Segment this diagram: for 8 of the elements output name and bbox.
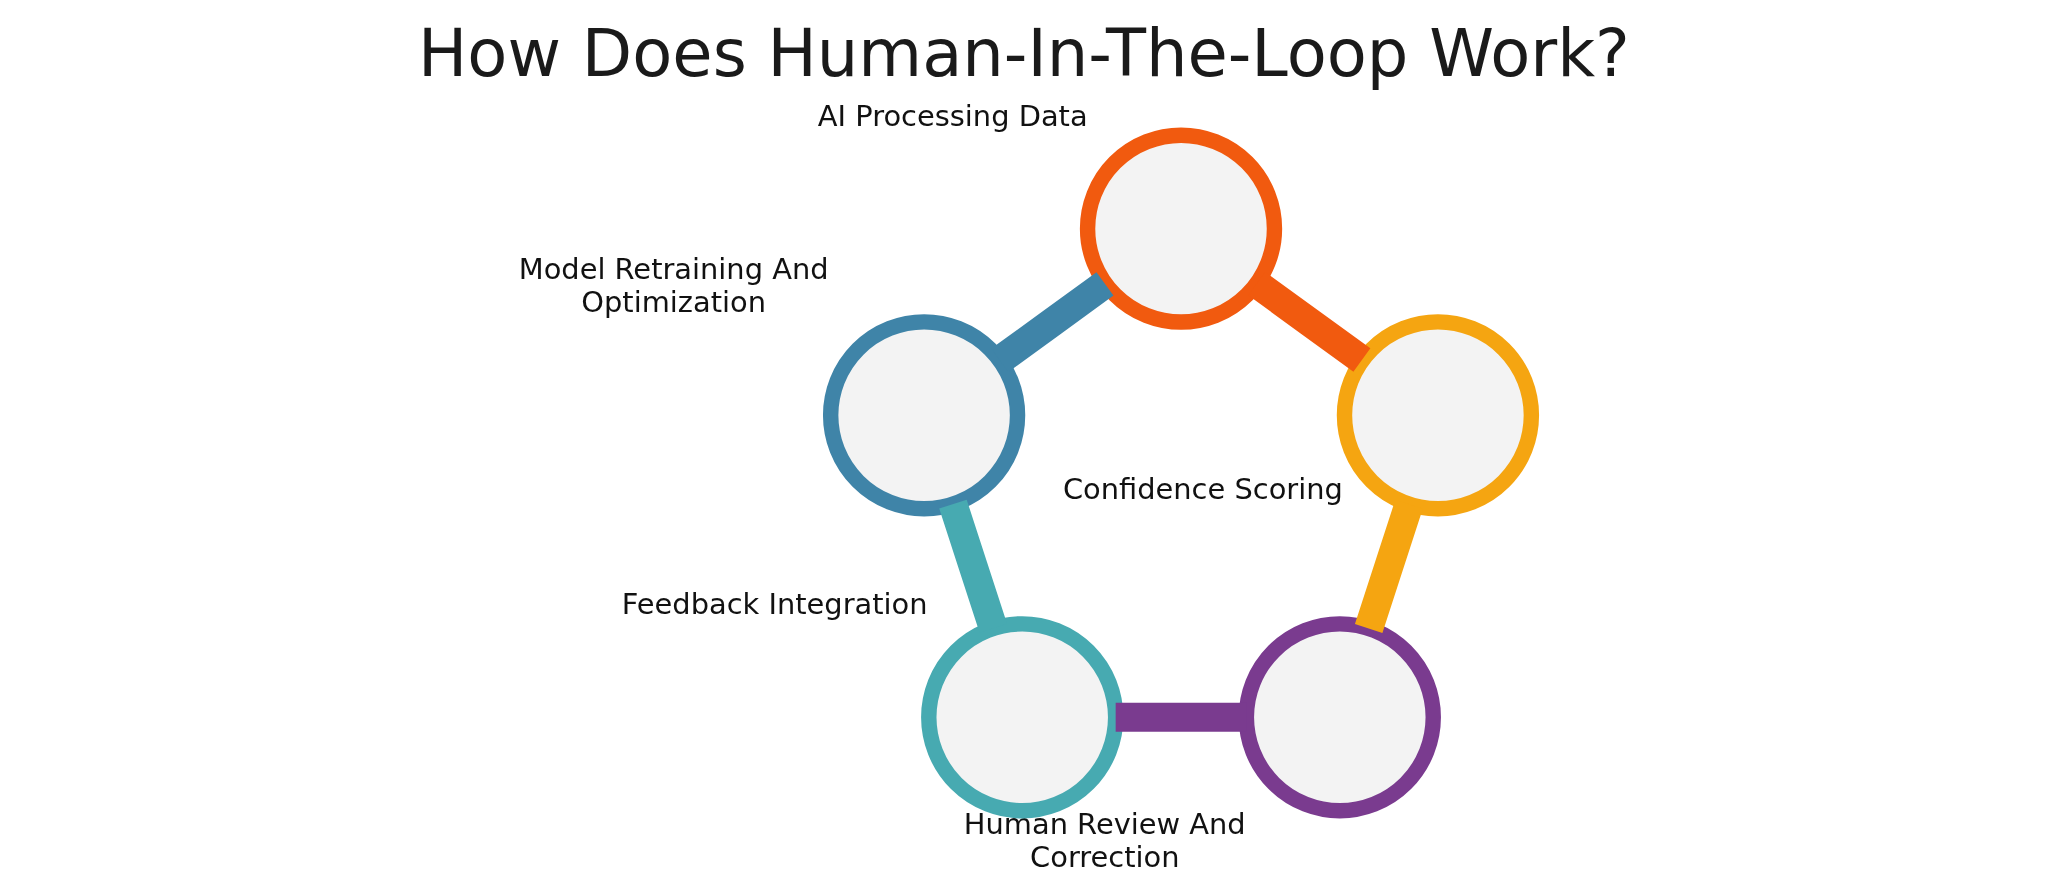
node-label: Confidence Scoring	[1062, 472, 1343, 507]
node-circle	[822, 314, 1026, 517]
node-circle	[1079, 127, 1283, 330]
node-label: AI Processing Data	[817, 98, 1088, 133]
node-label: Human Review And Correction	[963, 806, 1246, 874]
diagram-title: How Does Human-In-The-Loop Work?	[418, 14, 1630, 91]
node-label: Feedback Integration	[621, 587, 928, 622]
node-label: Model Retraining And Optimization	[518, 252, 829, 320]
